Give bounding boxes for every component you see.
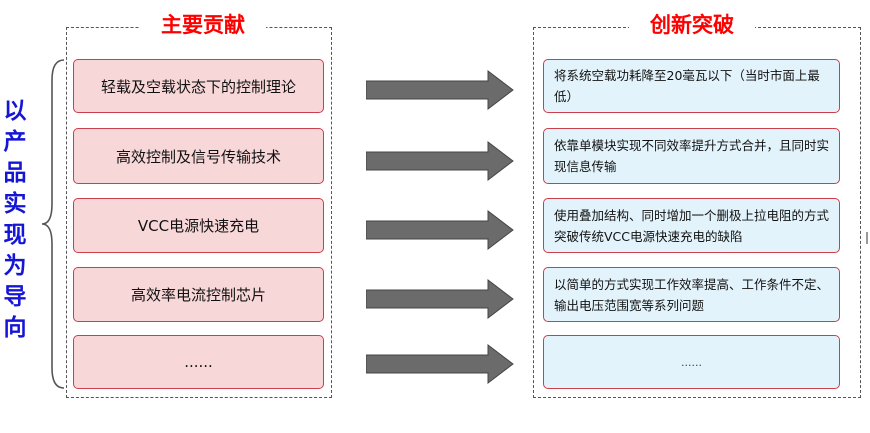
innovation-box-2: 依靠单模块实现不同效率提升方式合并，且同时实现信息传输	[543, 128, 840, 184]
contribution-box-3: VCC电源快速充电	[73, 198, 324, 253]
innovation-box-1: 将系统空载功耗降至20毫瓦以下（当时市面上最低）	[543, 59, 840, 113]
innovation-text-1: 将系统空载功耗降至20毫瓦以下（当时市面上最低）	[554, 68, 820, 104]
innovation-text-4: 以简单的方式实现工作效率提高、工作条件不定、输出电压范围宽等系列问题	[554, 276, 830, 313]
contribution-box-4: 高效率电流控制芯片	[73, 267, 324, 322]
innovation-box-5: ......	[543, 335, 840, 389]
innovations-heading: 创新突破	[629, 12, 755, 38]
side-title: 以产品实现为导向	[3, 98, 27, 341]
arrow-4	[366, 279, 514, 319]
innovation-text-5: ......	[681, 355, 702, 369]
contribution-box-1: 轻载及空载状态下的控制理论	[73, 59, 324, 113]
arrow-2	[366, 141, 514, 181]
innovation-box-4: 以简单的方式实现工作效率提高、工作条件不定、输出电压范围宽等系列问题	[543, 267, 840, 322]
contributions-heading: 主要贡献	[140, 12, 266, 38]
curly-brace	[41, 59, 65, 389]
innovation-text-3: 使用叠加结构、同时增加一个删极上拉电阻的方式突破传统VCC电源快速充电的缺陷	[554, 207, 830, 244]
arrow-1	[366, 70, 514, 110]
arrow-5	[366, 344, 514, 384]
arrow-3	[366, 210, 514, 250]
innovation-box-3: 使用叠加结构、同时增加一个删极上拉电阻的方式突破传统VCC电源快速充电的缺陷	[543, 198, 840, 253]
contribution-box-5: ......	[73, 335, 324, 389]
innovation-text-2: 依靠单模块实现不同效率提升方式合并，且同时实现信息传输	[554, 138, 830, 174]
edge-mark	[866, 232, 868, 244]
contribution-box-2: 高效控制及信号传输技术	[73, 128, 324, 184]
